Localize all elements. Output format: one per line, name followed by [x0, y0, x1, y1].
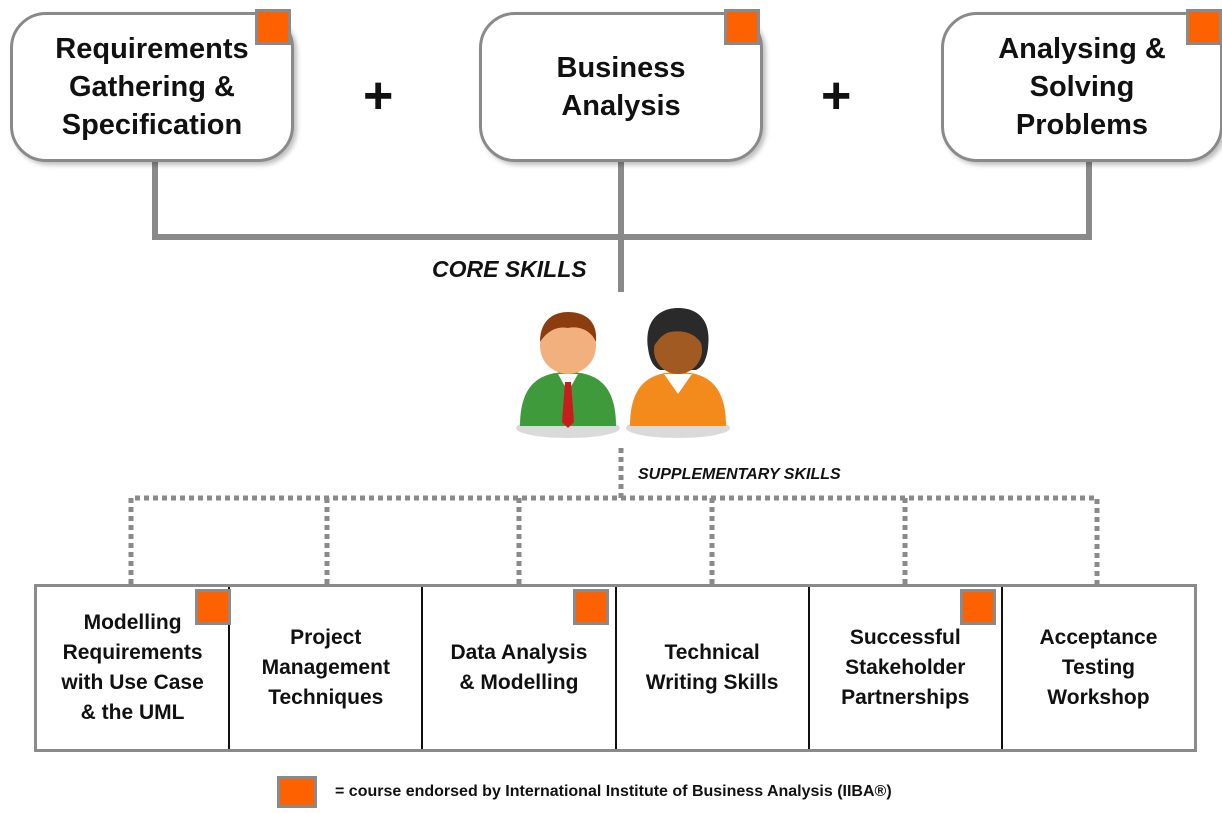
legend-text: = course endorsed by International Insti…: [335, 783, 892, 800]
supplementary-skill-label: Technical Writing Skills: [645, 641, 779, 694]
supplementary-skill-modelling: Modelling Requirements with Use Case & t…: [37, 587, 231, 749]
supplementary-skill-label: Modelling Requirements with Use Case & t…: [61, 611, 204, 724]
supplementary-skill-label: Acceptance Testing Workshop: [1039, 626, 1158, 709]
iiba-endorsed-badge: [255, 9, 291, 45]
core-skills-label: CORE SKILLS: [432, 256, 587, 282]
legend: = course endorsed by International Insti…: [277, 776, 892, 808]
plus-sign: +: [363, 67, 394, 125]
supplementary-skill-technical-writing: Technical Writing Skills: [617, 587, 810, 749]
core-skill-label: Analysing & Solving Problems: [998, 33, 1166, 141]
iiba-endorsed-badge: [1186, 9, 1222, 45]
iiba-endorsed-badge: [724, 9, 760, 45]
supplementary-skill-project-management: Project Management Techniques: [230, 587, 424, 749]
supplementary-skill-label: Project Management Techniques: [261, 626, 390, 709]
supplementary-skill-label: Successful Stakeholder Partnerships: [841, 626, 970, 709]
supplementary-skill-acceptance-testing: Acceptance Testing Workshop: [1003, 587, 1194, 749]
male-user-icon: [516, 312, 620, 438]
iiba-endorsed-badge: [959, 589, 996, 625]
core-skill-analysing-problems: Analysing & Solving Problems: [941, 12, 1222, 162]
core-skill-label: Business Analysis: [556, 52, 686, 122]
core-skill-requirements: Requirements Gathering & Specification: [10, 12, 294, 162]
supplementary-skills-label: SUPPLEMENTARY SKILLS: [638, 466, 841, 483]
supplementary-skill-label: Data Analysis & Modelling: [450, 641, 588, 694]
iiba-endorsed-badge: [195, 589, 231, 625]
supplementary-skills-row: Modelling Requirements with Use Case & t…: [34, 584, 1197, 752]
female-user-icon: [626, 308, 730, 438]
core-skill-label: Requirements Gathering & Specification: [55, 33, 249, 141]
supplementary-skill-data-analysis: Data Analysis & Modelling: [423, 587, 617, 749]
plus-sign: +: [821, 67, 852, 125]
iiba-endorsed-badge: [573, 589, 610, 625]
supplementary-connector: [128, 495, 1100, 584]
legend-swatch: [277, 776, 317, 808]
core-skill-business-analysis: Business Analysis: [479, 12, 763, 162]
supplementary-skill-stakeholder: Successful Stakeholder Partnerships: [810, 587, 1003, 749]
people-icon: [516, 308, 730, 438]
